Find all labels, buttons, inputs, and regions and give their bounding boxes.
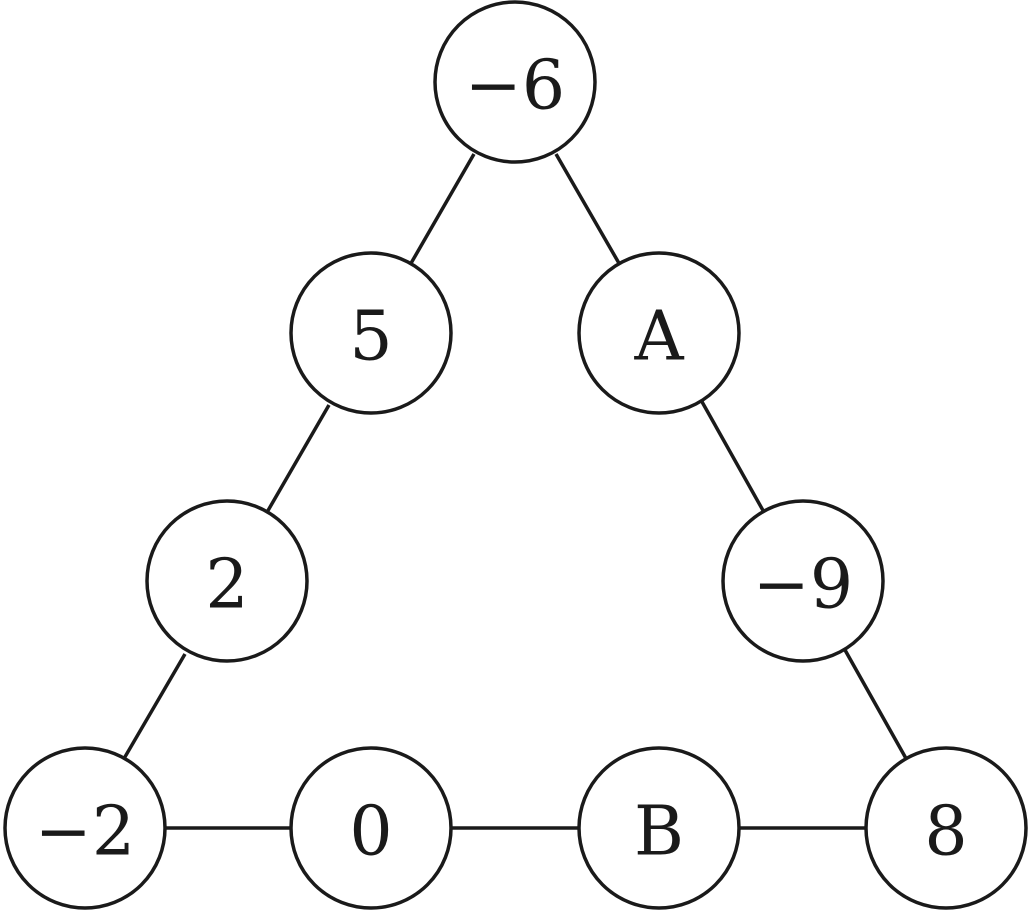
node-right-upper: A bbox=[577, 251, 741, 415]
node-right-upper-label: A bbox=[633, 298, 684, 377]
node-top-label: −6 bbox=[465, 47, 565, 126]
edge-right-upper-right-lower bbox=[699, 399, 767, 515]
node-bottom-mid-right: B bbox=[577, 746, 741, 910]
node-left-lower-label: 2 bbox=[205, 546, 248, 625]
edge-right-lower-bottom-right bbox=[843, 649, 910, 763]
node-bottom-right: 8 bbox=[864, 746, 1028, 910]
node-left-upper-label: 5 bbox=[349, 298, 392, 377]
edge-top-left-upper bbox=[408, 153, 476, 266]
node-bottom-left: −2 bbox=[3, 746, 167, 910]
node-bottom-mid-left: 0 bbox=[289, 746, 453, 910]
node-left-lower: 2 bbox=[145, 499, 309, 663]
node-bottom-mid-right-label: B bbox=[634, 793, 684, 872]
node-bottom-left-label: −2 bbox=[35, 793, 135, 872]
node-right-lower: −9 bbox=[721, 499, 885, 663]
edge-left-upper-left-lower bbox=[264, 404, 331, 515]
edge-left-lower-bottom-left bbox=[120, 653, 187, 763]
node-left-upper: 5 bbox=[289, 251, 453, 415]
node-top: −6 bbox=[433, 0, 597, 164]
edge-top-right-upper bbox=[554, 153, 622, 266]
node-bottom-mid-left-label: 0 bbox=[349, 793, 392, 872]
node-bottom-right-label: 8 bbox=[924, 793, 967, 872]
node-right-lower-label: −9 bbox=[753, 546, 853, 625]
